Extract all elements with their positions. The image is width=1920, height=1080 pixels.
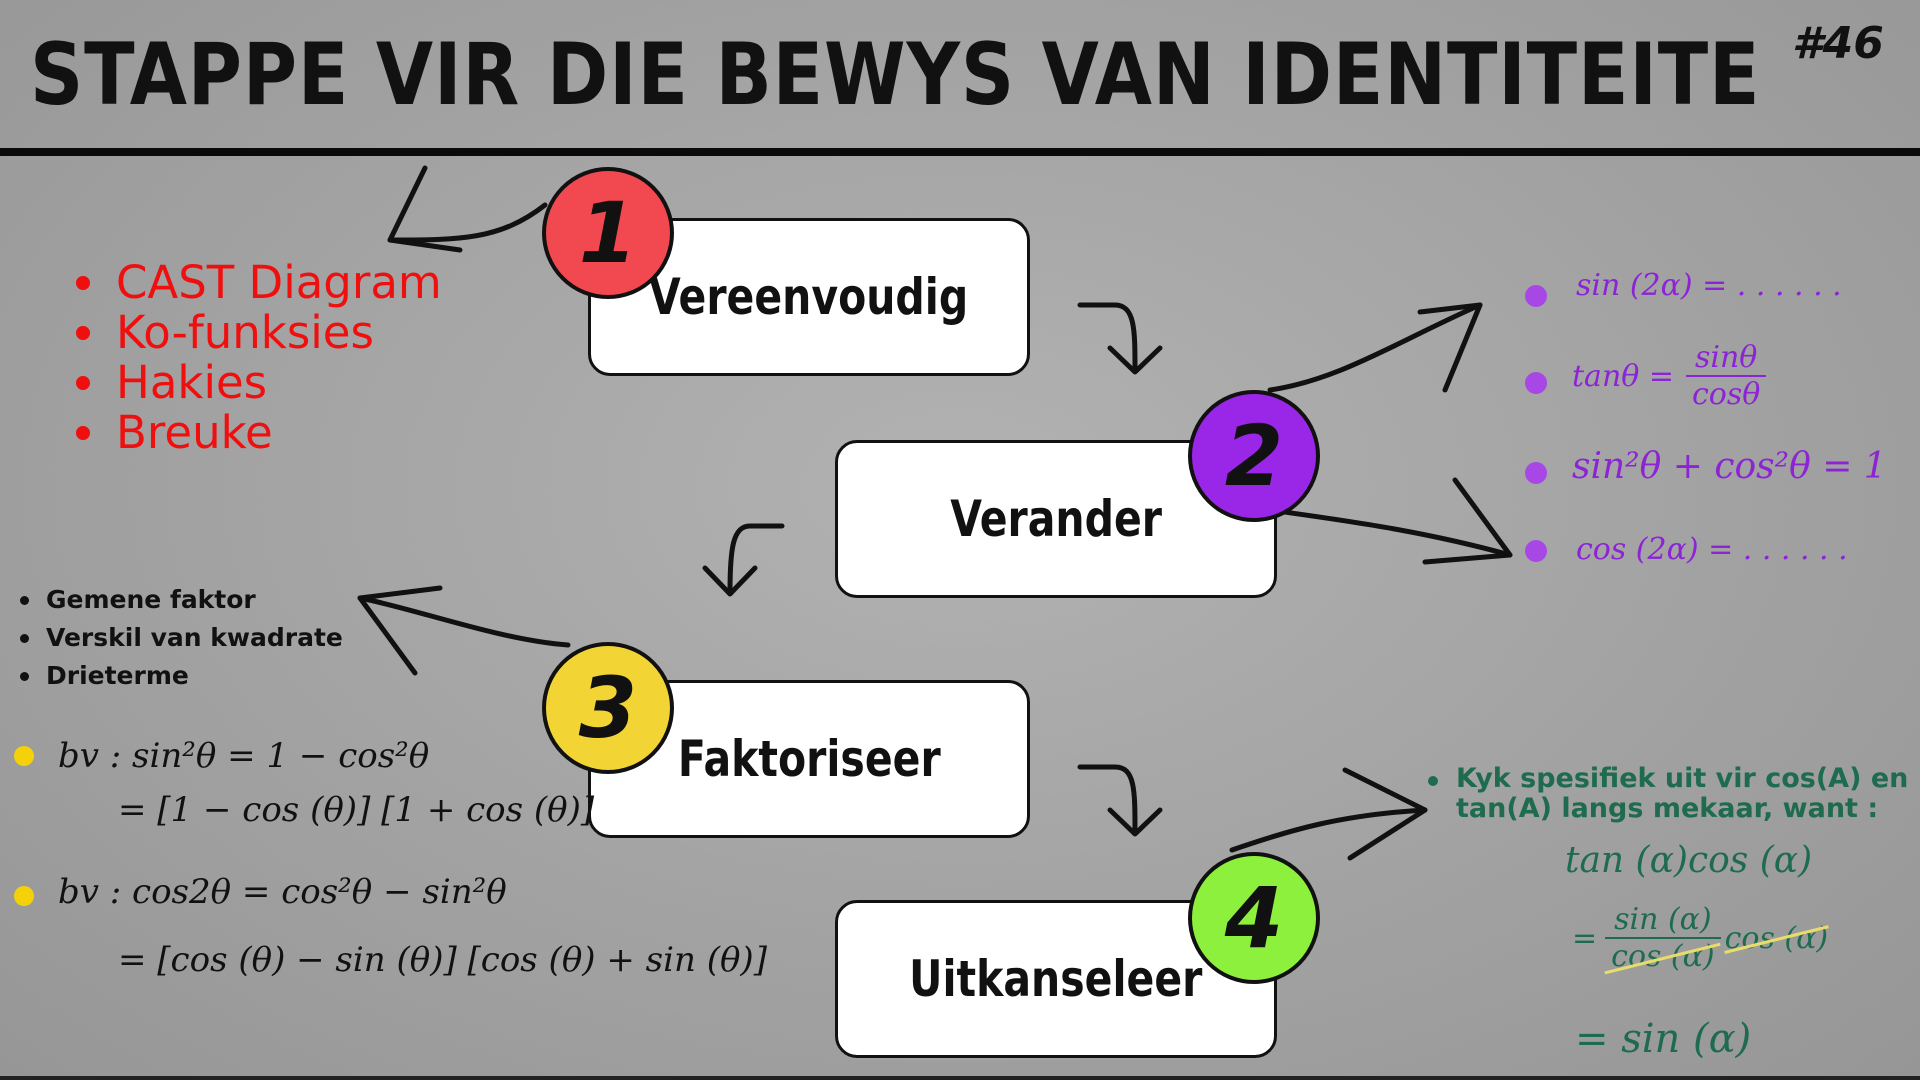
arrow-step2-up-head (1417, 302, 1483, 393)
step-badge-4: 4 (1188, 852, 1320, 984)
example-2-line-1: bv : cos2θ = cos²θ − sin²θ (58, 872, 507, 912)
simplify-list: CAST Diagram Ko-funksies Hakies Breuke (76, 258, 442, 458)
step-number-4: 4 (1224, 869, 1284, 967)
arrow-step3-to-step4-head (1107, 807, 1163, 837)
list-item: Drieterme (18, 657, 343, 695)
arrow-step1-to-list (387, 202, 548, 243)
identity-tan-fraction: sinθ cosθ (1686, 340, 1767, 412)
list-item: Verskil van kwadrate (18, 619, 343, 657)
bullet-dot (1525, 540, 1547, 562)
arrow-step2-up (1267, 302, 1483, 393)
fraction-numerator: sin (α) (1605, 902, 1721, 939)
factorise-list: Gemene faktor Verskil van kwadrate Driet… (18, 581, 343, 695)
cancel-result: = sin (α) (1575, 1016, 1752, 1062)
list-item: Hakies (76, 358, 442, 408)
arrow-step3-to-list (357, 595, 571, 648)
arrow-step4-to-note (1229, 807, 1428, 853)
list-item: Ko-funksies (76, 308, 442, 358)
title-divider (0, 148, 1920, 156)
step-label-1: Vereenvoudig (649, 268, 969, 326)
page-title: STAPPE VIR DIE BEWYS VAN IDENTITEITE (30, 25, 1761, 125)
identity-tan-lhs: tanθ = (1572, 358, 1674, 394)
cancel-fraction: sin (α) cos (α) (1605, 902, 1721, 974)
example-1-line-1: bv : sin²θ = 1 − cos²θ (58, 736, 430, 776)
arrow-step3-to-list-head (357, 585, 443, 676)
step-label-3: Faktoriseer (677, 730, 941, 788)
cancelled-term: cos (α) (1724, 920, 1829, 956)
arrow-step1-head (387, 165, 463, 253)
example-2-line-2: = [cos (θ) − sin (θ)] [cos (θ) + sin (θ)… (118, 940, 767, 980)
arrow-step1-to-step2 (1077, 302, 1138, 373)
arrow-step3-to-step4 (1077, 764, 1138, 835)
identity-sin2a: sin (2α) = . . . . . . (1576, 268, 1842, 303)
fraction-denominator: cos (α) (1605, 939, 1720, 974)
identity-pythagorean: sin²θ + cos²θ = 1 (1572, 446, 1887, 487)
title-bar: STAPPE VIR DIE BEWYS VAN IDENTITEITE #46 (0, 0, 1920, 150)
step-number-1: 1 (578, 184, 638, 282)
step-badge-2: 2 (1188, 390, 1320, 522)
identity-cos2a: cos (2α) = . . . . . . (1576, 532, 1848, 567)
arrow-step1-to-step2-head (1107, 345, 1163, 375)
step-number-2: 2 (1224, 407, 1284, 505)
list-item: Breuke (76, 408, 442, 458)
list-item: CAST Diagram (76, 258, 442, 308)
step-box-2: Verander (835, 440, 1277, 598)
step-label-4: Uitkanseleer (909, 950, 1203, 1008)
cancel-note: Kyk spesifiek uit vir cos(A) en tan(A) l… (1424, 764, 1920, 824)
step-badge-3: 3 (542, 642, 674, 774)
bullet-dot (1525, 285, 1547, 307)
identity-tan: tanθ = sinθ cosθ (1572, 340, 1767, 412)
bullet-dot (1525, 462, 1547, 484)
arrow-step2-to-step3-head (702, 565, 758, 597)
cancel-equals: = (1572, 920, 1598, 956)
step-badge-1: 1 (542, 167, 674, 299)
step-label-2: Verander (950, 490, 1162, 548)
arrow-step2-to-step3 (727, 523, 785, 595)
fraction-denominator: cosθ (1692, 377, 1761, 412)
bullet-dot (14, 886, 34, 906)
arrow-step2-down (1267, 507, 1513, 558)
cancel-line-1: tan (α)cos (α) (1565, 840, 1813, 881)
list-item: Gemene faktor (18, 581, 343, 619)
arrow-step2-down-head (1422, 477, 1513, 565)
bottom-divider (0, 1076, 1920, 1080)
arrow-step4-to-note-head (1342, 767, 1428, 861)
bullet-dot (14, 746, 34, 766)
fraction-numerator: sinθ (1686, 340, 1767, 377)
bullet-dot (1525, 372, 1547, 394)
cancel-line-2: = sin (α) cos (α) cos (α) (1572, 902, 1828, 974)
step-box-1: Vereenvoudig (588, 218, 1030, 376)
example-1-line-2: = [1 − cos (θ)] [1 + cos (θ)] (118, 790, 595, 830)
step-number-3: 3 (578, 659, 638, 757)
title-number: #46 (1792, 18, 1884, 69)
